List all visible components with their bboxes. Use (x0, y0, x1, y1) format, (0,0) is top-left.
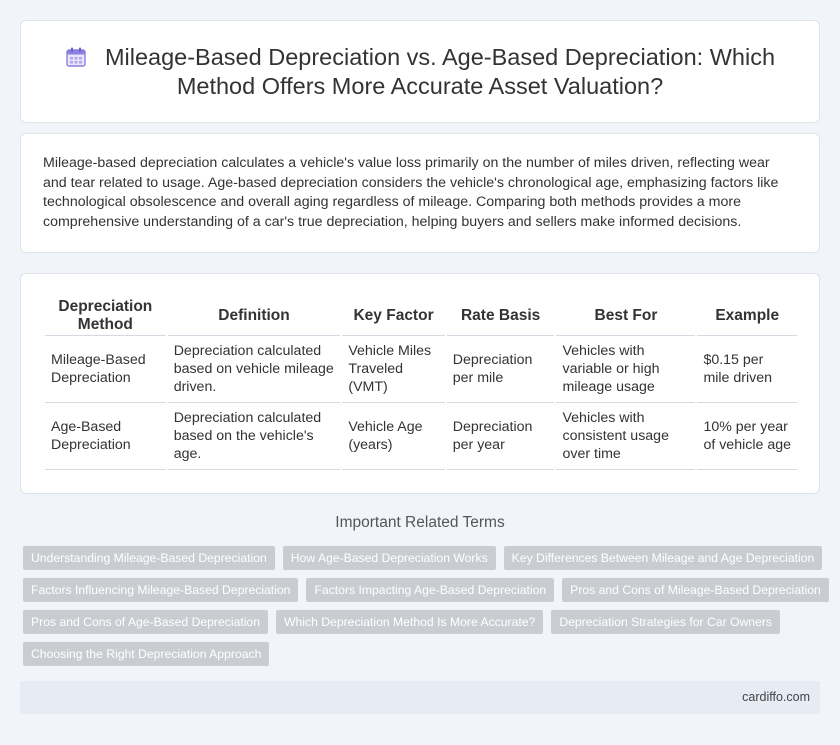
column-header: Key Factor (342, 296, 445, 336)
intro-card: Mileage-based depreciation calculates a … (20, 133, 820, 253)
intro-paragraph: Mileage-based depreciation calculates a … (43, 155, 779, 230)
table-cell: 10% per year of vehicle age (697, 403, 797, 470)
related-term-tag[interactable]: Key Differences Between Mileage and Age … (503, 546, 823, 570)
table-cell: Mileage-Based Depreciation (45, 336, 166, 403)
page-title: Mileage-Based Depreciation vs. Age-Based… (21, 43, 819, 101)
table-cell: Depreciation calculated based on vehicle… (167, 336, 341, 403)
column-header: Definition (167, 296, 341, 336)
table-cell: Depreciation calculated based on the veh… (167, 403, 341, 470)
column-header: Best For (556, 296, 696, 336)
table-cell: $0.15 per mile driven (697, 336, 797, 403)
comparison-table-card: Depreciation Method Definition Key Facto… (20, 273, 820, 494)
related-terms-heading: Important Related Terms (335, 514, 505, 531)
footer-site-link[interactable]: cardiffo.com (742, 690, 810, 704)
table-cell: Vehicle Miles Traveled (VMT) (342, 336, 445, 403)
related-term-tag[interactable]: How Age-Based Depreciation Works (282, 546, 496, 570)
table-cell: Depreciation per mile (446, 336, 555, 403)
related-term-tag[interactable]: Choosing the Right Depreciation Approach (23, 642, 270, 666)
column-header: Rate Basis (446, 296, 555, 336)
related-term-tag[interactable]: Understanding Mileage-Based Depreciation (23, 546, 275, 570)
table-cell: Vehicles with variable or high mileage u… (556, 336, 696, 403)
related-terms-list: Understanding Mileage-Based Depreciation… (23, 546, 829, 674)
footer: cardiffo.com (20, 681, 820, 714)
table-cell: Age-Based Depreciation (45, 403, 166, 470)
title-card: Mileage-Based Depreciation vs. Age-Based… (20, 20, 820, 123)
related-term-tag[interactable]: Pros and Cons of Mileage-Based Depreciat… (562, 578, 829, 602)
calendar-icon (66, 47, 86, 67)
related-term-tag[interactable]: Factors Influencing Mileage-Based Deprec… (23, 578, 299, 602)
table-row: Mileage-Based Depreciation Depreciation … (45, 336, 797, 403)
table-cell: Depreciation per year (446, 403, 555, 470)
title-line-1: Mileage-Based Depreciation vs. Age-Based… (104, 44, 776, 70)
related-term-tag[interactable]: Which Depreciation Method Is More Accura… (276, 610, 544, 634)
related-term-tag[interactable]: Pros and Cons of Age-Based Depreciation (23, 610, 268, 634)
column-header: Depreciation Method (45, 296, 166, 336)
title-line-2: Method Offers More Accurate Asset Valuat… (176, 73, 664, 99)
table-row: Age-Based Depreciation Depreciation calc… (45, 403, 797, 470)
table-cell: Vehicle Age (years) (342, 403, 445, 470)
related-term-tag[interactable]: Depreciation Strategies for Car Owners (551, 610, 781, 634)
table-header-row: Depreciation Method Definition Key Facto… (45, 296, 797, 336)
table-cell: Vehicles with consistent usage over time (556, 403, 696, 470)
column-header: Example (697, 296, 797, 336)
related-term-tag[interactable]: Factors Impacting Age-Based Depreciation (306, 578, 555, 602)
comparison-table: Depreciation Method Definition Key Facto… (43, 296, 799, 470)
